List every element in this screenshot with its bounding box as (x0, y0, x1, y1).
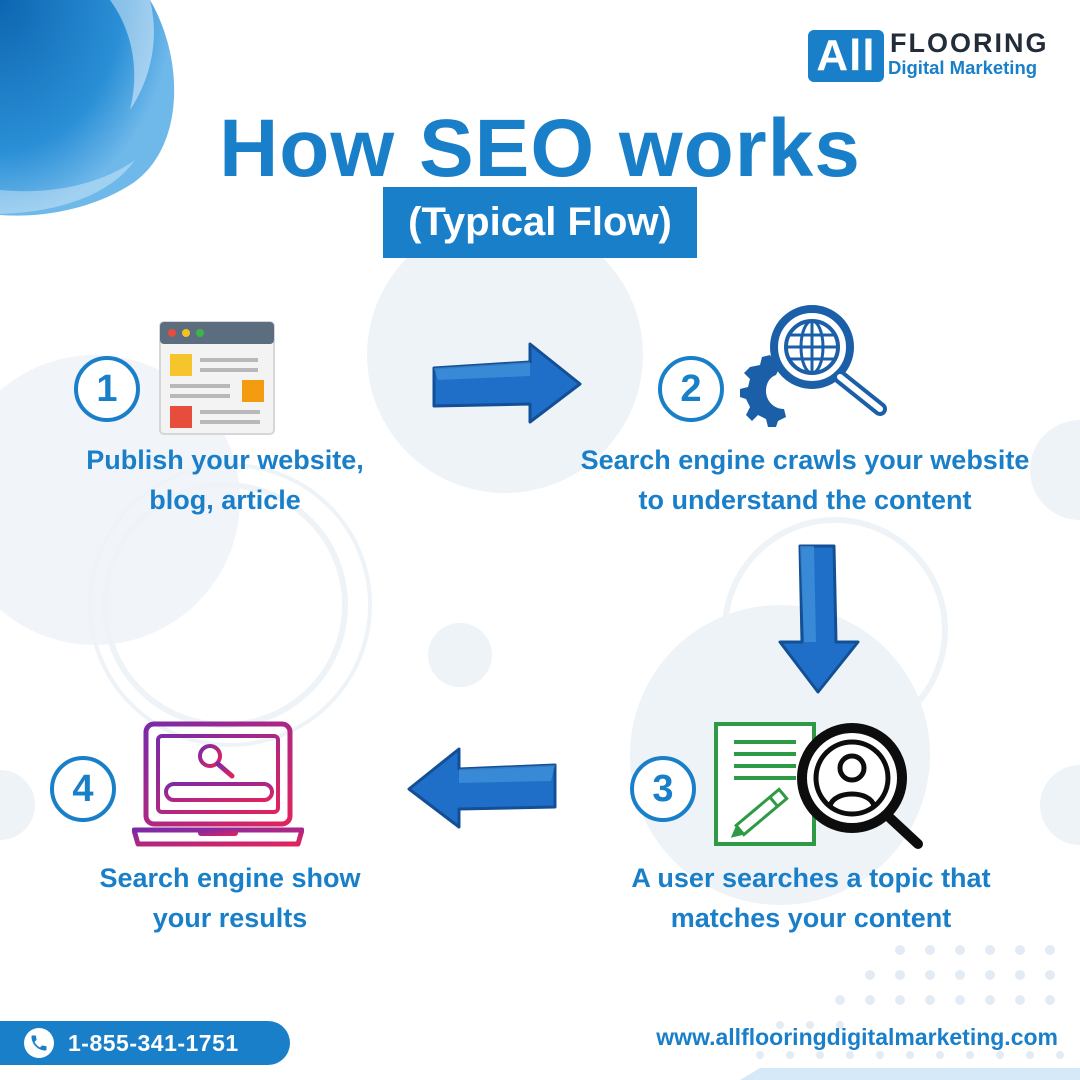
step-3-caption: A user searches a topic that matches you… (580, 858, 1042, 938)
step-4-line-2: your results (152, 903, 308, 933)
arrow-left-icon (407, 747, 557, 829)
decor-circle (367, 217, 643, 493)
step-2-line-1: Search engine crawls your website (580, 445, 1030, 475)
step-1-number: 1 (74, 356, 140, 422)
page-title: How SEO works (219, 103, 861, 194)
webpage-layout-icon (159, 321, 275, 435)
subtitle-text: (Typical Flow) (408, 200, 672, 244)
phone-banner[interactable]: 1-855-341-1751 (0, 1021, 290, 1065)
brand-logo: All FLOORING Digital Marketing (808, 26, 1058, 86)
step-1-line-2: blog, article (149, 485, 301, 515)
logo-wordmark-bottom: Digital Marketing (888, 57, 1038, 79)
brush-stroke-top-left (0, 0, 175, 216)
phone-icon (24, 1028, 54, 1058)
document-user-search-icon (714, 722, 923, 849)
website-link[interactable]: www.allflooringdigitalmarketing.com (656, 1024, 1058, 1050)
step-3-line-2: matches your content (670, 903, 952, 933)
logo-mark: All (808, 30, 884, 82)
arrow-right-icon (432, 342, 582, 424)
step-3-number: 3 (630, 756, 696, 822)
step-4-line-1: Search engine show (99, 863, 361, 893)
step-4-caption: Search engine show your results (40, 858, 420, 938)
step-2-line-2: to understand the content (638, 485, 972, 515)
step-4-number: 4 (50, 756, 116, 822)
globe-magnifier-gear-icon (740, 305, 887, 427)
step-2-number: 2 (658, 356, 724, 422)
step-1-line-1: Publish your website, (86, 445, 364, 475)
dot-pattern (756, 945, 1064, 1059)
arrow-down-icon (778, 544, 860, 694)
phone-number: 1-855-341-1751 (68, 1029, 239, 1056)
step-1-caption: Publish your website, blog, article (40, 440, 410, 520)
step-2-caption: Search engine crawls your website to und… (560, 440, 1050, 520)
subtitle-banner: (Typical Flow) (383, 187, 697, 258)
step-3-line-1: A user searches a topic that (631, 863, 991, 893)
logo-wordmark-top: FLOORING (890, 28, 1049, 58)
laptop-search-icon (132, 721, 304, 847)
